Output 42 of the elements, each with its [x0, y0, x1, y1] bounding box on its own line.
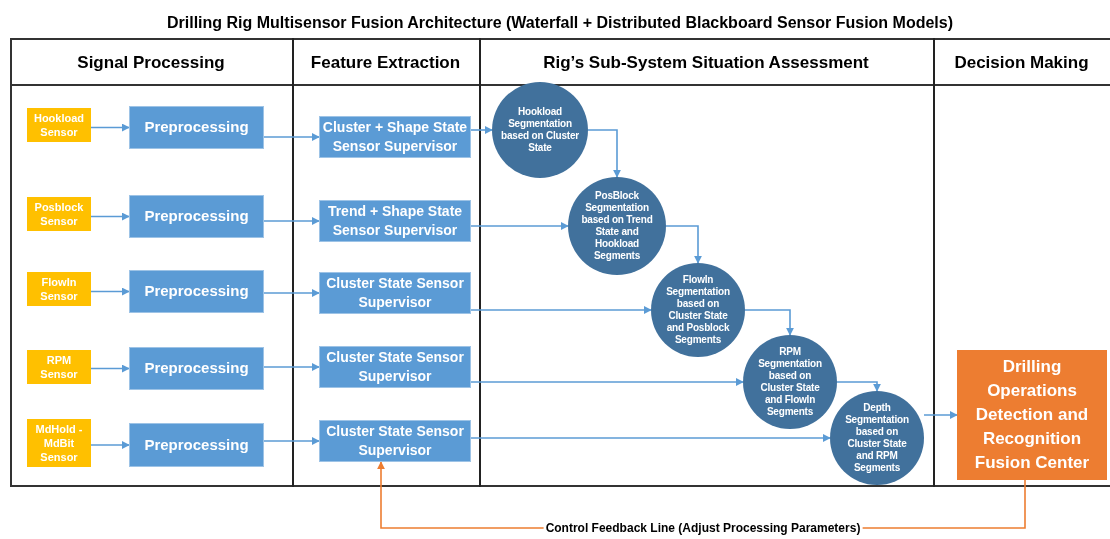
arrow — [90, 364, 130, 373]
column-header: Signal Processing — [77, 52, 225, 72]
supervisor-box: Cluster + Shape State Sensor Supervisor — [319, 116, 471, 158]
arrow — [263, 289, 320, 297]
sensor-box: Hookload Sensor — [27, 108, 91, 142]
supervisor-box: Cluster State Sensor Supervisor — [319, 346, 471, 388]
sensor-box: Posblock Sensor — [27, 197, 91, 231]
supervisor-box: Cluster State Sensor Supervisor — [319, 272, 471, 314]
arrow — [90, 212, 130, 221]
arrow — [263, 217, 320, 225]
sensor-box: FlowIn Sensor — [27, 272, 91, 306]
arrow — [470, 126, 493, 134]
arrow — [90, 287, 130, 296]
column-header: Rig’s Sub-System Situation Assessment — [543, 52, 869, 72]
column-header: Feature Extraction — [310, 52, 461, 72]
arrow — [470, 222, 569, 230]
arrow — [587, 129, 621, 178]
process-box: Preprocessing — [129, 106, 264, 149]
arrow — [263, 437, 320, 445]
fusion-center-box: Drilling Operations Detection and Recognition Fusion Center — [957, 350, 1107, 480]
supervisor-box: Cluster State Sensor Supervisor — [319, 420, 471, 462]
process-box: Preprocessing — [129, 347, 264, 390]
diagram-title: Drilling Rig Multisensor Fusion Architecture (Waterfall + Distributed Blackboard Sensor Fusion Models) — [166, 13, 954, 33]
arrow — [90, 123, 130, 132]
sensor-box: RPM Sensor — [27, 350, 91, 384]
arrow — [744, 309, 794, 336]
edge-label: Control Feedback Line (Adjust Processing Parameters) — [543, 521, 863, 535]
arrow — [836, 381, 881, 392]
supervisor-box: Trend + Shape State Sensor Supervisor — [319, 200, 471, 242]
process-box: Preprocessing — [129, 270, 264, 313]
arrow — [470, 306, 652, 314]
arrow — [923, 411, 958, 419]
sensor-box: MdHold - MdBit Sensor — [27, 419, 91, 467]
column-header: Decision Making — [954, 52, 1089, 72]
arrow — [263, 133, 320, 141]
arrow — [90, 441, 130, 449]
process-box: Preprocessing — [129, 195, 264, 238]
arrow — [665, 225, 702, 264]
arrow — [470, 434, 831, 442]
arrow — [470, 378, 744, 386]
process-box: Preprocessing — [129, 423, 264, 467]
arrow — [263, 363, 320, 371]
